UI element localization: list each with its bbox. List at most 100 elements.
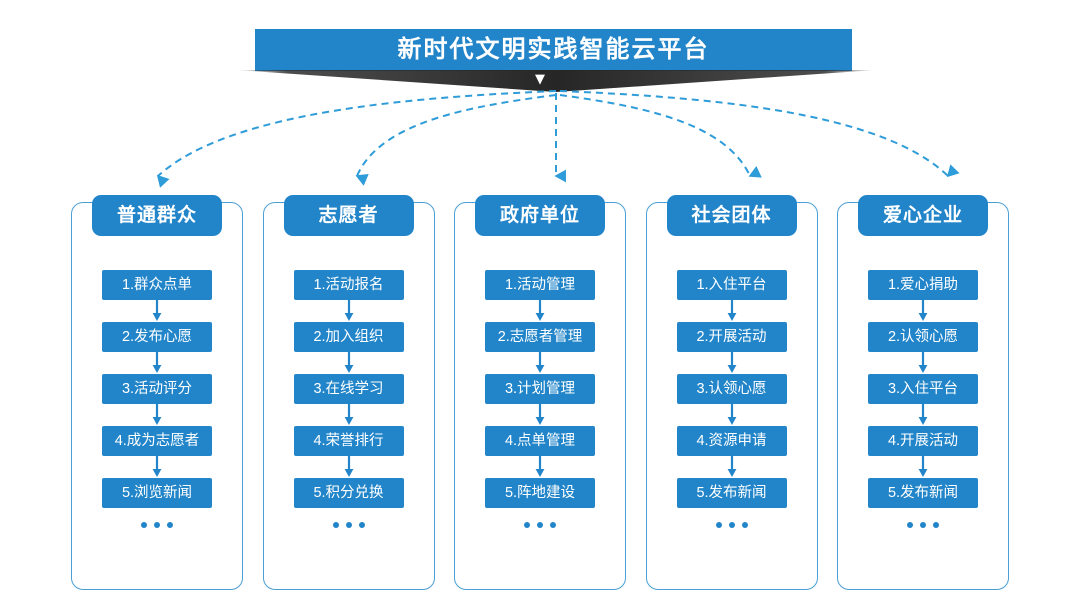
list-item-label: 5.积分兑换 xyxy=(313,484,384,501)
list-item[interactable]: 4.荣誉排行 xyxy=(293,426,404,456)
ellipsis-dot-icon xyxy=(141,522,147,528)
ellipsis-dot-icon xyxy=(345,522,352,528)
column-header-volunteer[interactable]: 志愿者 xyxy=(283,195,414,236)
list-item[interactable]: 5.阵地建设 xyxy=(485,478,595,508)
list-item[interactable]: 1.入住平台 xyxy=(676,270,787,300)
list-item[interactable]: 1.活动管理 xyxy=(485,270,595,300)
column-header-social-group[interactable]: 社会团体 xyxy=(666,195,797,236)
ellipsis-dot-icon xyxy=(715,522,722,528)
list-item[interactable]: 4.点单管理 xyxy=(485,426,595,456)
list-item[interactable]: 2.发布心愿 xyxy=(102,322,212,352)
column-header-enterprise[interactable]: 爱心企业 xyxy=(858,195,988,236)
down-arrow-icon xyxy=(727,404,736,425)
list-item[interactable]: 4.开展活动 xyxy=(868,426,978,456)
column-header-label: 普通群众 xyxy=(116,205,197,226)
down-arrow-icon xyxy=(344,456,353,477)
ellipsis-dot-icon xyxy=(728,522,735,528)
down-arrow-icon xyxy=(918,456,928,477)
ellipsis-dot-icon xyxy=(358,522,365,528)
ellipsis-dot-icon xyxy=(550,522,556,528)
column-header-label: 社会团体 xyxy=(691,205,772,226)
down-arrow-icon xyxy=(152,300,162,321)
down-arrow-icon xyxy=(535,456,545,477)
list-item-label: 4.开展活动 xyxy=(887,432,959,449)
list-item-label: 3.活动评分 xyxy=(121,380,193,397)
down-arrow-icon xyxy=(344,404,353,425)
list-item[interactable]: 5.积分兑换 xyxy=(293,478,404,508)
list-item[interactable]: 3.认领心愿 xyxy=(676,374,787,404)
list-item[interactable]: 1.群众点单 xyxy=(102,270,212,300)
more-items-ellipsis xyxy=(141,522,173,528)
column-public: 普通群众 1.群众点单 2.发布心愿 3.活动评分 xyxy=(71,195,243,591)
column-header-government[interactable]: 政府单位 xyxy=(475,195,605,236)
list-item-label: 4.点单管理 xyxy=(504,432,576,449)
list-item-label: 1.爱心捐助 xyxy=(887,276,959,293)
list-item[interactable]: 3.计划管理 xyxy=(485,374,595,404)
column-body: 1.群众点单 2.发布心愿 3.活动评分 xyxy=(71,236,243,528)
list-item[interactable]: 5.浏览新闻 xyxy=(102,478,212,508)
down-arrow-icon xyxy=(152,352,162,373)
platform-title-bar: 新时代文明实践智能云平台 xyxy=(255,29,852,71)
list-item-label: 2.加入组织 xyxy=(313,328,384,345)
list-item[interactable]: 5.发布新闻 xyxy=(868,478,978,508)
list-item[interactable]: 3.在线学习 xyxy=(293,374,404,404)
down-arrow-icon xyxy=(344,300,353,321)
list-item-label: 4.荣誉排行 xyxy=(313,432,384,449)
list-item[interactable]: 2.志愿者管理 xyxy=(485,322,595,352)
column-body: 1.活动报名 2.加入组织 3.在线学习 xyxy=(263,236,435,528)
list-item[interactable]: 3.活动评分 xyxy=(102,374,212,404)
column-enterprise: 爱心企业 1.爱心捐助 2.认领心愿 3.入住平台 xyxy=(837,195,1009,591)
ellipsis-dot-icon xyxy=(154,522,160,528)
list-item-label: 2.开展活动 xyxy=(696,328,767,345)
down-arrow-icon xyxy=(152,456,162,477)
list-item-label: 3.认领心愿 xyxy=(696,380,767,397)
list-item-label: 5.阵地建设 xyxy=(504,484,576,501)
ellipsis-dot-icon xyxy=(524,522,530,528)
list-item-label: 2.认领心愿 xyxy=(887,328,959,345)
column-header-label: 政府单位 xyxy=(499,205,580,226)
ellipsis-dot-icon xyxy=(167,522,173,528)
more-items-ellipsis xyxy=(332,522,365,528)
down-arrow-icon xyxy=(152,404,162,425)
down-arrow-icon xyxy=(535,300,545,321)
down-arrow-icon xyxy=(535,404,545,425)
column-government: 政府单位 1.活动管理 2.志愿者管理 3.计划管理 xyxy=(454,195,626,591)
list-item[interactable]: 2.开展活动 xyxy=(676,322,787,352)
column-body: 1.爱心捐助 2.认领心愿 3.入住平台 xyxy=(837,236,1009,528)
platform-title-banner: 新时代文明实践智能云平台 xyxy=(255,29,852,71)
down-arrow-icon xyxy=(727,456,736,477)
connector-to-social-group xyxy=(559,94,762,178)
list-item-label: 3.在线学习 xyxy=(313,380,384,397)
list-item-label: 4.资源申请 xyxy=(696,432,767,449)
down-arrow-icon xyxy=(535,352,545,373)
column-header-public[interactable]: 普通群众 xyxy=(92,195,222,236)
list-item-label: 5.浏览新闻 xyxy=(121,484,193,501)
more-items-ellipsis xyxy=(715,522,748,528)
list-item[interactable]: 3.入住平台 xyxy=(868,374,978,404)
role-columns: 普通群众 1.群众点单 2.发布心愿 3.活动评分 xyxy=(71,195,1009,591)
down-arrow-icon xyxy=(727,352,736,373)
list-item[interactable]: 1.爱心捐助 xyxy=(868,270,978,300)
connector-to-public xyxy=(156,90,557,188)
ellipsis-dot-icon xyxy=(332,522,339,528)
more-items-ellipsis xyxy=(907,522,939,528)
down-arrow-icon xyxy=(918,300,928,321)
list-item[interactable]: 5.发布新闻 xyxy=(676,478,787,508)
list-item[interactable]: 2.加入组织 xyxy=(293,322,404,352)
list-item-label: 4.成为志愿者 xyxy=(114,432,200,449)
ellipsis-dot-icon xyxy=(907,522,913,528)
column-social-group: 社会团体 1.入住平台 2.开展活动 3.认领心愿 xyxy=(645,195,818,591)
list-item[interactable]: 2.认领心愿 xyxy=(868,322,978,352)
list-item[interactable]: 4.成为志愿者 xyxy=(102,426,212,456)
list-item[interactable]: 1.活动报名 xyxy=(293,270,404,300)
list-item-label: 2.志愿者管理 xyxy=(497,328,583,345)
down-arrow-icon xyxy=(344,352,353,373)
list-item[interactable]: 4.资源申请 xyxy=(676,426,787,456)
down-arrow-icon xyxy=(918,352,928,373)
column-volunteer: 志愿者 1.活动报名 2.加入组织 3.在线学习 xyxy=(262,195,435,591)
down-arrow-icon xyxy=(727,300,736,321)
more-items-ellipsis xyxy=(524,522,556,528)
list-item-label: 1.活动报名 xyxy=(313,276,384,293)
list-item-label: 3.入住平台 xyxy=(887,380,959,397)
